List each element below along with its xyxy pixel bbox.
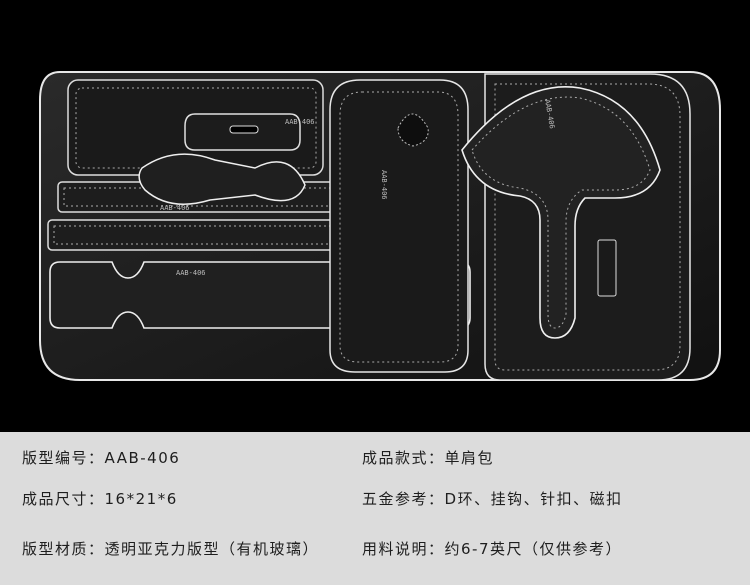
template-front-panel — [329, 79, 469, 373]
template-flap-piece — [461, 86, 661, 339]
spec-value: D环、挂钩、针扣、磁扣 — [444, 490, 623, 508]
spec-value: 约6-7英尺（仅供参考） — [444, 540, 623, 558]
spec-label: 用料说明： — [362, 540, 445, 558]
template-small-tab — [597, 239, 617, 297]
template-flap-cutout — [397, 113, 429, 147]
spec-value: AAB-406 — [104, 449, 181, 467]
spec-label: 成品尺寸： — [22, 490, 105, 508]
template-print-4: AAB-406 — [380, 170, 388, 200]
template-print-3: AAB-406 — [160, 204, 190, 212]
spec-model-no: 版型编号：AAB-406 — [22, 447, 180, 468]
spec-value: 透明亚克力版型（有机玻璃） — [104, 540, 320, 558]
spec-value: 16*21*6 — [104, 490, 178, 508]
spec-value: 单肩包 — [444, 449, 495, 467]
template-print-1: AAB-406 — [285, 118, 315, 126]
spec-label: 五金参考： — [362, 490, 445, 508]
spec-panel: 版型编号：AAB-406 成品款式：单肩包 成品尺寸：16*21*6 五金参考：… — [0, 432, 750, 585]
spec-label: 成品款式： — [362, 449, 445, 467]
acrylic-template-image: AAB-406 AAB-406 AAB-406 AAB-406 AAB-406 — [39, 71, 721, 381]
spec-hardware: 五金参考：D环、挂钩、针扣、磁扣 — [362, 488, 623, 509]
spec-product-style: 成品款式：单肩包 — [362, 447, 494, 468]
template-leaf-piece — [138, 153, 306, 205]
spec-label: 版型材质： — [22, 540, 105, 558]
spec-usage: 用料说明：约6-7英尺（仅供参考） — [362, 538, 622, 559]
spec-label: 版型编号： — [22, 449, 105, 467]
template-print-2: AAB-406 — [176, 269, 206, 277]
spec-material: 版型材质：透明亚克力版型（有机玻璃） — [22, 538, 319, 559]
product-photo: AAB-406 AAB-406 AAB-406 AAB-406 AAB-406 — [0, 0, 750, 432]
spec-size: 成品尺寸：16*21*6 — [22, 488, 178, 509]
